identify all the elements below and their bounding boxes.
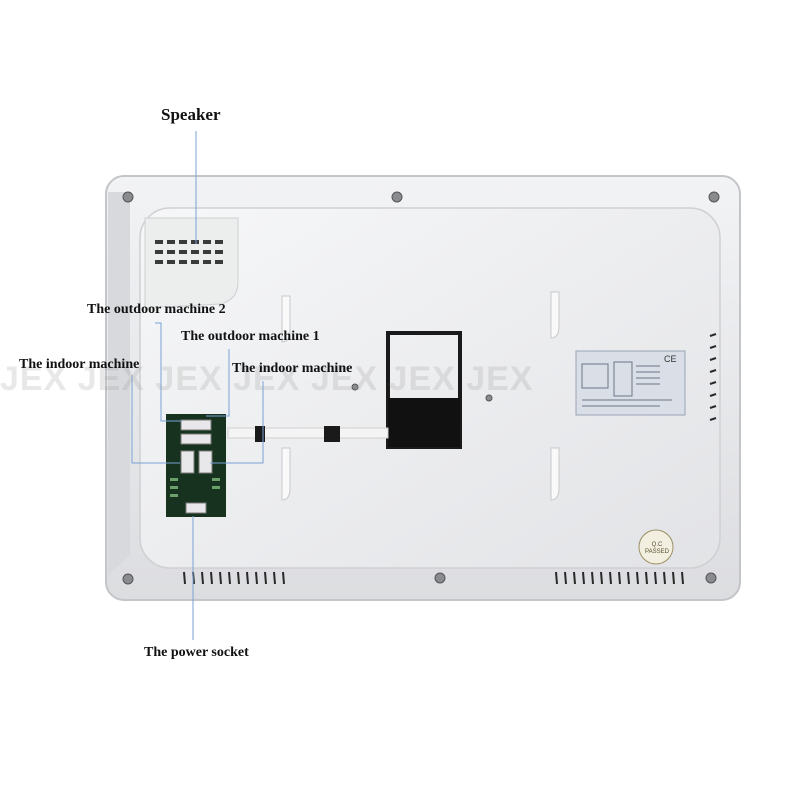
outdoor-machine-1-label: The outdoor machine 1	[181, 329, 320, 344]
indoor-machine-right-label: The indoor machine	[232, 361, 353, 376]
qc-sticker-text: Q.C PASSED	[645, 542, 669, 555]
casing-left-bevel	[108, 192, 130, 575]
speaker-grille	[155, 240, 223, 264]
screws	[122, 191, 720, 585]
bottom-vent-right	[555, 571, 684, 585]
cable-clip-1	[255, 426, 265, 442]
mounting-slots	[281, 291, 560, 501]
watermark: JEX JEX JEX JEX JEX JEX JEX	[0, 360, 534, 398]
indoor-machine-left-label: The indoor machine	[19, 357, 140, 372]
cable-channel	[227, 427, 389, 439]
spec-label-details	[581, 361, 672, 407]
bracket-block	[388, 398, 460, 447]
qc-sticker	[638, 529, 674, 565]
right-vent-slots	[709, 333, 717, 421]
ce-mark: CE	[664, 354, 677, 364]
board-markings	[170, 478, 220, 497]
terminal-board	[166, 414, 226, 517]
power-socket-label: The power socket	[144, 645, 249, 660]
outdoor-machine-2-label: The outdoor machine 2	[87, 302, 226, 317]
leader-lines	[131, 131, 264, 640]
speaker-label: Speaker	[161, 105, 221, 124]
terminal-connectors	[180, 419, 213, 514]
cable-clip-2	[324, 426, 340, 442]
